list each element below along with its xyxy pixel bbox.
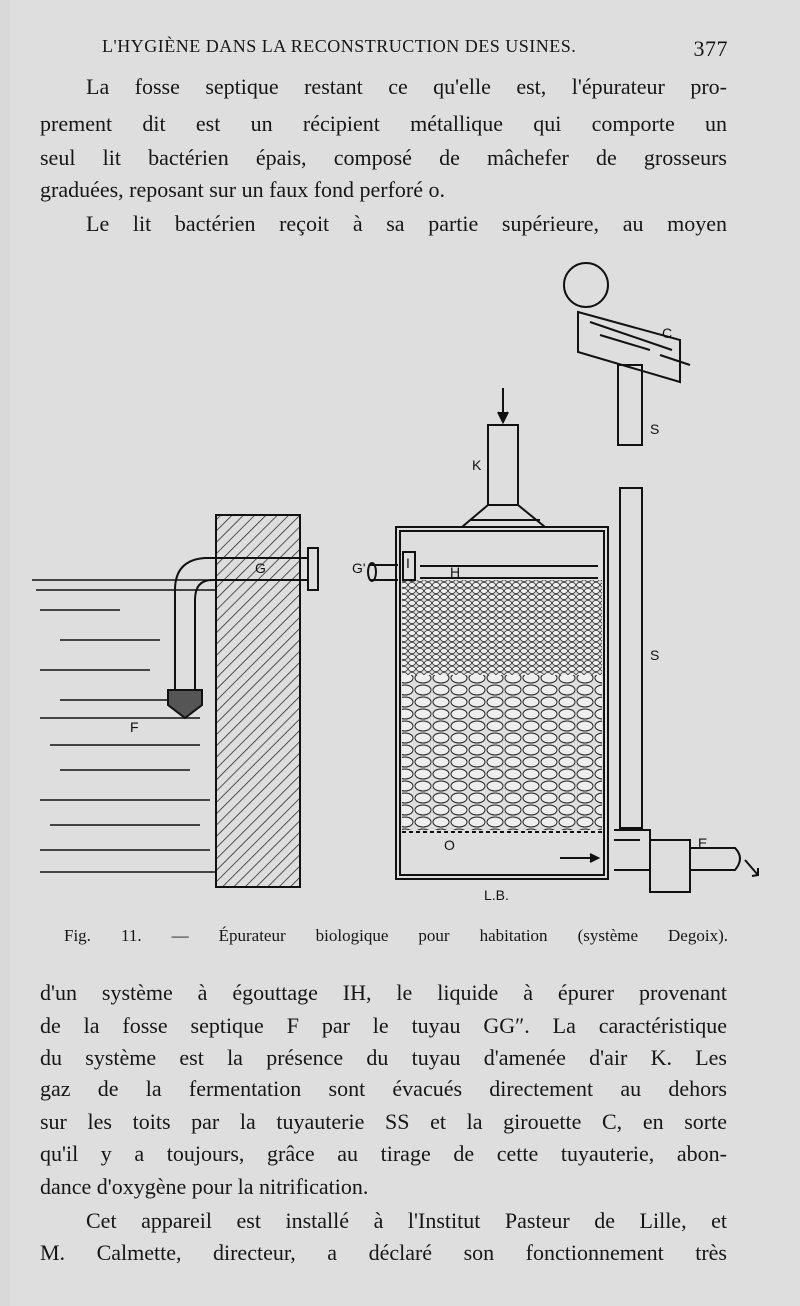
figure-caption: Fig. 11. — Épurateur biologique pour hab… (64, 926, 728, 945)
air-pipe-K (487, 424, 519, 506)
running-header: L'HYGIÈNE DANS LA RECONSTRUCTION DES USI… (102, 36, 728, 62)
text-line: sur les toits par la tuyauterie SS et la… (40, 1109, 727, 1134)
fine-bed (402, 580, 602, 675)
text-line: M. Calmette, directeur, a déclaré son fo… (40, 1240, 727, 1265)
wall (215, 514, 301, 888)
label-S-mid: S (650, 647, 659, 663)
septic-outlet-F (167, 689, 203, 720)
text-line: de la fosse septique F par le tuyau GG″.… (40, 1013, 727, 1038)
label-O: O (444, 837, 455, 853)
text-line: d'un système à égouttage IH, le liquide … (40, 980, 727, 1005)
text-line: du système est la présence du tuyau d'am… (40, 1045, 727, 1070)
label-F: F (130, 719, 139, 735)
filter-tank (395, 526, 609, 880)
text-line: gaz de la fermentation sont évacués dire… (40, 1076, 727, 1101)
vent-pipe-S-top (617, 364, 643, 446)
coarse-bed (402, 675, 602, 830)
text-line: prement dit est un récipient métallique … (40, 111, 727, 136)
label-I: I (406, 555, 410, 571)
wind-vane-C (563, 262, 609, 308)
label-K: K (472, 457, 482, 473)
text-line: qu'il y a toujours, grâce au tirage de c… (40, 1141, 727, 1166)
text-line: seul lit bactérien épais, composé de mâc… (40, 145, 727, 170)
label-C: C (662, 325, 672, 341)
text-line: Cet appareil est installé à l'Institut P… (86, 1208, 727, 1233)
running-title: L'HYGIÈNE DANS LA RECONSTRUCTION DES USI… (102, 36, 577, 56)
label-G: G (255, 560, 266, 576)
figure-epurateur (32, 262, 759, 893)
label-H: H (450, 564, 460, 580)
text-line: La fosse septique restant ce qu'elle est… (86, 74, 727, 99)
text-line: graduées, reposant sur un faux fond perf… (40, 177, 446, 202)
page-number: 377 (693, 36, 728, 61)
label-LB: L.B. (484, 887, 509, 903)
septic-tank-water (32, 579, 216, 873)
text-line: dance d'oxygène pour la nitrification. (40, 1174, 369, 1199)
outlet-box (649, 839, 691, 893)
label-S-top: S (650, 421, 659, 437)
pipe-G (174, 557, 310, 690)
vent-pipe-S (619, 487, 643, 829)
text-line: Le lit bactérien reçoit à sa partie supé… (86, 211, 727, 236)
label-G-prime: G' (352, 560, 366, 576)
figure-labels: C S K G G' I H S F O E L.B. (130, 325, 707, 903)
label-E: E (698, 835, 707, 851)
